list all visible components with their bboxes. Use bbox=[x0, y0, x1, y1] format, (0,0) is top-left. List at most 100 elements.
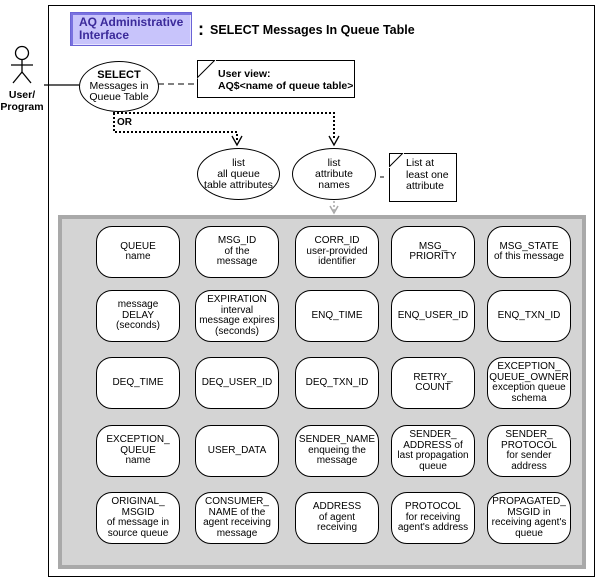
attribute-line: QUEUE_OWNER bbox=[489, 371, 569, 383]
attribute-box: DEQ_TIME bbox=[96, 357, 180, 409]
attribute-line: MSG_STATE bbox=[499, 240, 559, 252]
attribute-line: agent's address bbox=[397, 522, 469, 534]
attribute-line: interval bbox=[220, 304, 254, 316]
attribute-line: identifier bbox=[318, 256, 356, 268]
panel-arrow-icon bbox=[329, 201, 339, 215]
attribute-line: MSG_ bbox=[418, 240, 448, 252]
attribute-line: ADDRESS bbox=[312, 501, 362, 513]
attribute-line: last propagation bbox=[397, 450, 469, 461]
attribute-line: MSGID bbox=[121, 506, 155, 518]
attribute-line: MSG_ID bbox=[217, 235, 257, 247]
list-all-attributes-use-case[interactable]: list all queue table attributes bbox=[197, 148, 280, 200]
or-label: OR bbox=[117, 117, 132, 128]
attribute-line: NAME of the bbox=[208, 506, 266, 518]
attribute-box: DEQ_TXN_ID bbox=[295, 357, 379, 409]
attribute-box: ENQ_TXN_ID bbox=[487, 290, 571, 342]
attribute-line: QUEUE bbox=[120, 444, 156, 456]
note-line: AQ$<name of queue table> bbox=[218, 79, 354, 92]
attribute-line: receiving agent's bbox=[491, 517, 567, 528]
option-line: names bbox=[318, 178, 350, 191]
attribute-line: RETRY_ bbox=[413, 371, 453, 383]
select-messages-use-case[interactable]: SELECT Messages in Queue Table bbox=[79, 61, 159, 112]
note-text: User view: AQ$<name of queue table> bbox=[218, 68, 354, 92]
note-fold-icon bbox=[389, 153, 404, 168]
attribute-line: schema bbox=[511, 392, 547, 404]
attribute-line: QUEUE bbox=[120, 240, 156, 252]
option-line: list bbox=[327, 156, 341, 169]
attribute-line: SENDER_NAME bbox=[298, 434, 376, 446]
attribute-line: EXCEPTION_ bbox=[497, 361, 561, 372]
attribute-line: source queue bbox=[107, 527, 169, 539]
attribute-line: EXPIRATION bbox=[207, 294, 267, 305]
note-fold-icon bbox=[197, 60, 216, 79]
attribute-line: message bbox=[117, 299, 159, 311]
list-attribute-note: List at least one attribute bbox=[389, 153, 457, 202]
option-line: table attributes bbox=[204, 178, 273, 191]
attribute-line: receiving bbox=[316, 522, 358, 534]
attribute-line: SENDER_ bbox=[505, 429, 553, 440]
attribute-line: name bbox=[125, 251, 151, 262]
page-title: SELECT Messages In Queue Table bbox=[210, 23, 415, 37]
attribute-line: USER_DATA bbox=[207, 444, 267, 456]
attribute-line: exception queue bbox=[492, 382, 566, 393]
note-line: attribute bbox=[406, 180, 444, 192]
attribute-line: CORR_ID bbox=[314, 235, 360, 247]
app-header-box: AQ Administrative Interface bbox=[70, 12, 192, 46]
use-case-line: Queue Table bbox=[89, 91, 149, 103]
attribute-line: enqueing the bbox=[308, 444, 366, 456]
attribute-line: MSGID in bbox=[507, 506, 551, 518]
attribute-line: (seconds) bbox=[116, 320, 160, 332]
attribute-line: SENDER_ bbox=[409, 429, 457, 440]
option-line: attribute bbox=[315, 167, 353, 180]
attribute-line: of agent bbox=[318, 511, 356, 523]
attribute-line: for receiving bbox=[405, 511, 461, 523]
attribute-line: COUNT bbox=[415, 382, 451, 393]
attribute-line: of this message bbox=[493, 251, 565, 262]
actor-label: User/ Program bbox=[0, 89, 44, 113]
attribute-line: CONSUMER_ bbox=[205, 496, 269, 507]
attribute-box: DEQ_USER_ID bbox=[195, 357, 279, 409]
attribute-line: for sender bbox=[506, 450, 552, 461]
note-line: List at bbox=[406, 157, 435, 169]
attribute-line: message expires bbox=[199, 315, 275, 326]
attribute-line: address bbox=[511, 460, 547, 472]
note-text: List at least one attribute bbox=[406, 157, 449, 193]
attribute-box: ENQ_TIME bbox=[295, 290, 379, 342]
attribute-line: queue bbox=[515, 527, 543, 539]
attribute-line: agent receiving bbox=[203, 517, 271, 528]
use-case-line: SELECT bbox=[97, 69, 141, 81]
attribute-line: (seconds) bbox=[215, 325, 259, 337]
attribute-line: PRIORITY bbox=[409, 251, 457, 262]
attribute-line: ENQ_TXN_ID bbox=[497, 309, 561, 321]
attribute-line: ENQ_TIME bbox=[311, 309, 363, 321]
attribute-line: user-provided bbox=[306, 245, 368, 257]
attribute-line: PROTOCOL bbox=[405, 501, 461, 513]
attribute-line: EXCEPTION_ bbox=[106, 434, 170, 446]
option-line: all queue bbox=[217, 167, 260, 180]
attribute-line: ADDRESS of bbox=[403, 439, 463, 451]
attribute-line: message bbox=[316, 455, 358, 467]
list-attribute-names-use-case[interactable]: list attribute names bbox=[292, 148, 376, 200]
attribute-line: DEQ_TXN_ID bbox=[305, 376, 369, 388]
attribute-line: message bbox=[216, 256, 258, 268]
option-line: list bbox=[232, 156, 245, 169]
attribute-line: DEQ_TIME bbox=[112, 376, 164, 388]
attribute-line: DELAY bbox=[121, 309, 155, 321]
app-header-line-2: Interface bbox=[79, 28, 130, 42]
user-view-note: User view: AQ$<name of queue table> bbox=[197, 60, 355, 98]
diagram-frame bbox=[48, 5, 595, 577]
note-line: least one bbox=[406, 168, 449, 181]
